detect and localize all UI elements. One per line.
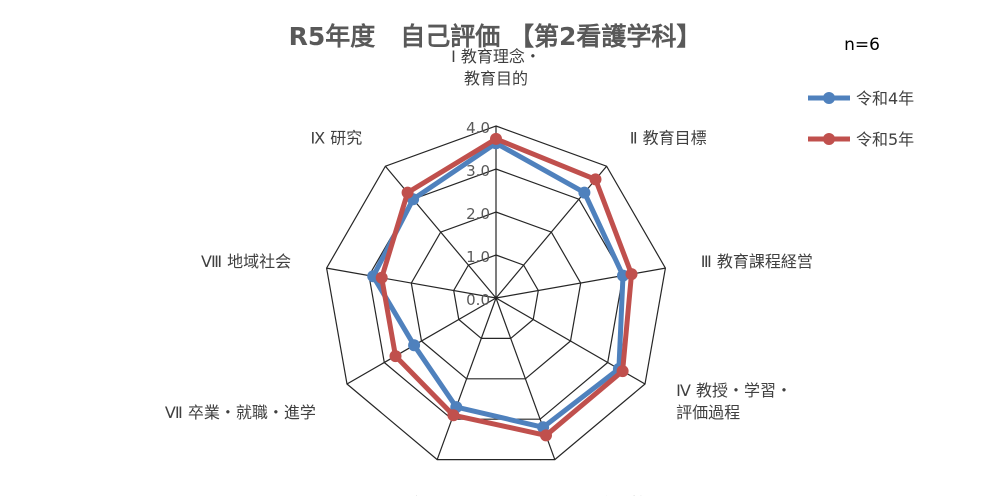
category-label: Ⅸ 研究 xyxy=(311,129,363,148)
legend-marker xyxy=(823,92,835,104)
category-label: Ⅷ 地域社会 xyxy=(201,252,291,271)
tick-label: 3.0 xyxy=(466,162,490,180)
tick-label: 4.0 xyxy=(466,119,490,137)
series-point xyxy=(490,132,502,145)
axis-spoke xyxy=(495,267,666,299)
grid-ring xyxy=(325,125,667,461)
radar-grid xyxy=(325,125,667,461)
category-label: Ⅱ 教育目標 xyxy=(630,129,707,148)
legend-label: 令和4年 xyxy=(856,89,914,108)
axis-spoke xyxy=(346,297,497,385)
category-label: Ⅳ 教授・学習・評価過程 xyxy=(676,381,792,422)
series-line xyxy=(379,136,634,438)
series-point xyxy=(589,173,602,186)
tick-label: 2.0 xyxy=(466,205,490,223)
axis-spoke xyxy=(495,165,608,299)
axis-spoke xyxy=(384,165,497,299)
category-label: Ⅵ 入学 xyxy=(373,495,425,496)
radial-tick-labels: 0.0 1.0 2.0 3.0 4.0 xyxy=(466,119,490,309)
legend-marker xyxy=(823,133,835,145)
chart-title: R5年度 自己評価 【第2看護学科】 xyxy=(289,22,702,51)
category-label: Ⅲ 教育課程経営 xyxy=(701,252,813,271)
series-point xyxy=(389,350,402,363)
category-label: Ⅰ 教育理念・教育目的 xyxy=(451,47,541,88)
grid-ring xyxy=(410,211,582,380)
series-point xyxy=(447,409,460,422)
category-labels: Ⅰ 教育理念・教育目的 Ⅱ 教育目標 Ⅲ 教育課程経営 Ⅳ 教授・学習・評価過程 Ⅴ 経… xyxy=(165,47,813,496)
series-point xyxy=(578,186,591,199)
axis-spoke xyxy=(326,267,497,299)
legend-label: 令和5年 xyxy=(856,130,914,149)
series-point xyxy=(540,429,552,442)
grid-ring xyxy=(453,254,539,339)
series-point xyxy=(625,268,638,281)
series-point xyxy=(401,186,414,199)
tick-label: 0.0 xyxy=(466,291,490,309)
axis-spoke xyxy=(436,297,497,460)
category-label: Ⅶ 卒業・就職・進学 xyxy=(165,403,316,422)
series-point xyxy=(408,339,421,352)
tick-label: 1.0 xyxy=(466,248,490,266)
category-label: Ⅴ 経営・管理過程 xyxy=(567,495,695,496)
series-point xyxy=(616,365,629,378)
sample-size-label: n=6 xyxy=(844,35,880,55)
series-point xyxy=(375,271,388,284)
data-series xyxy=(367,132,638,442)
